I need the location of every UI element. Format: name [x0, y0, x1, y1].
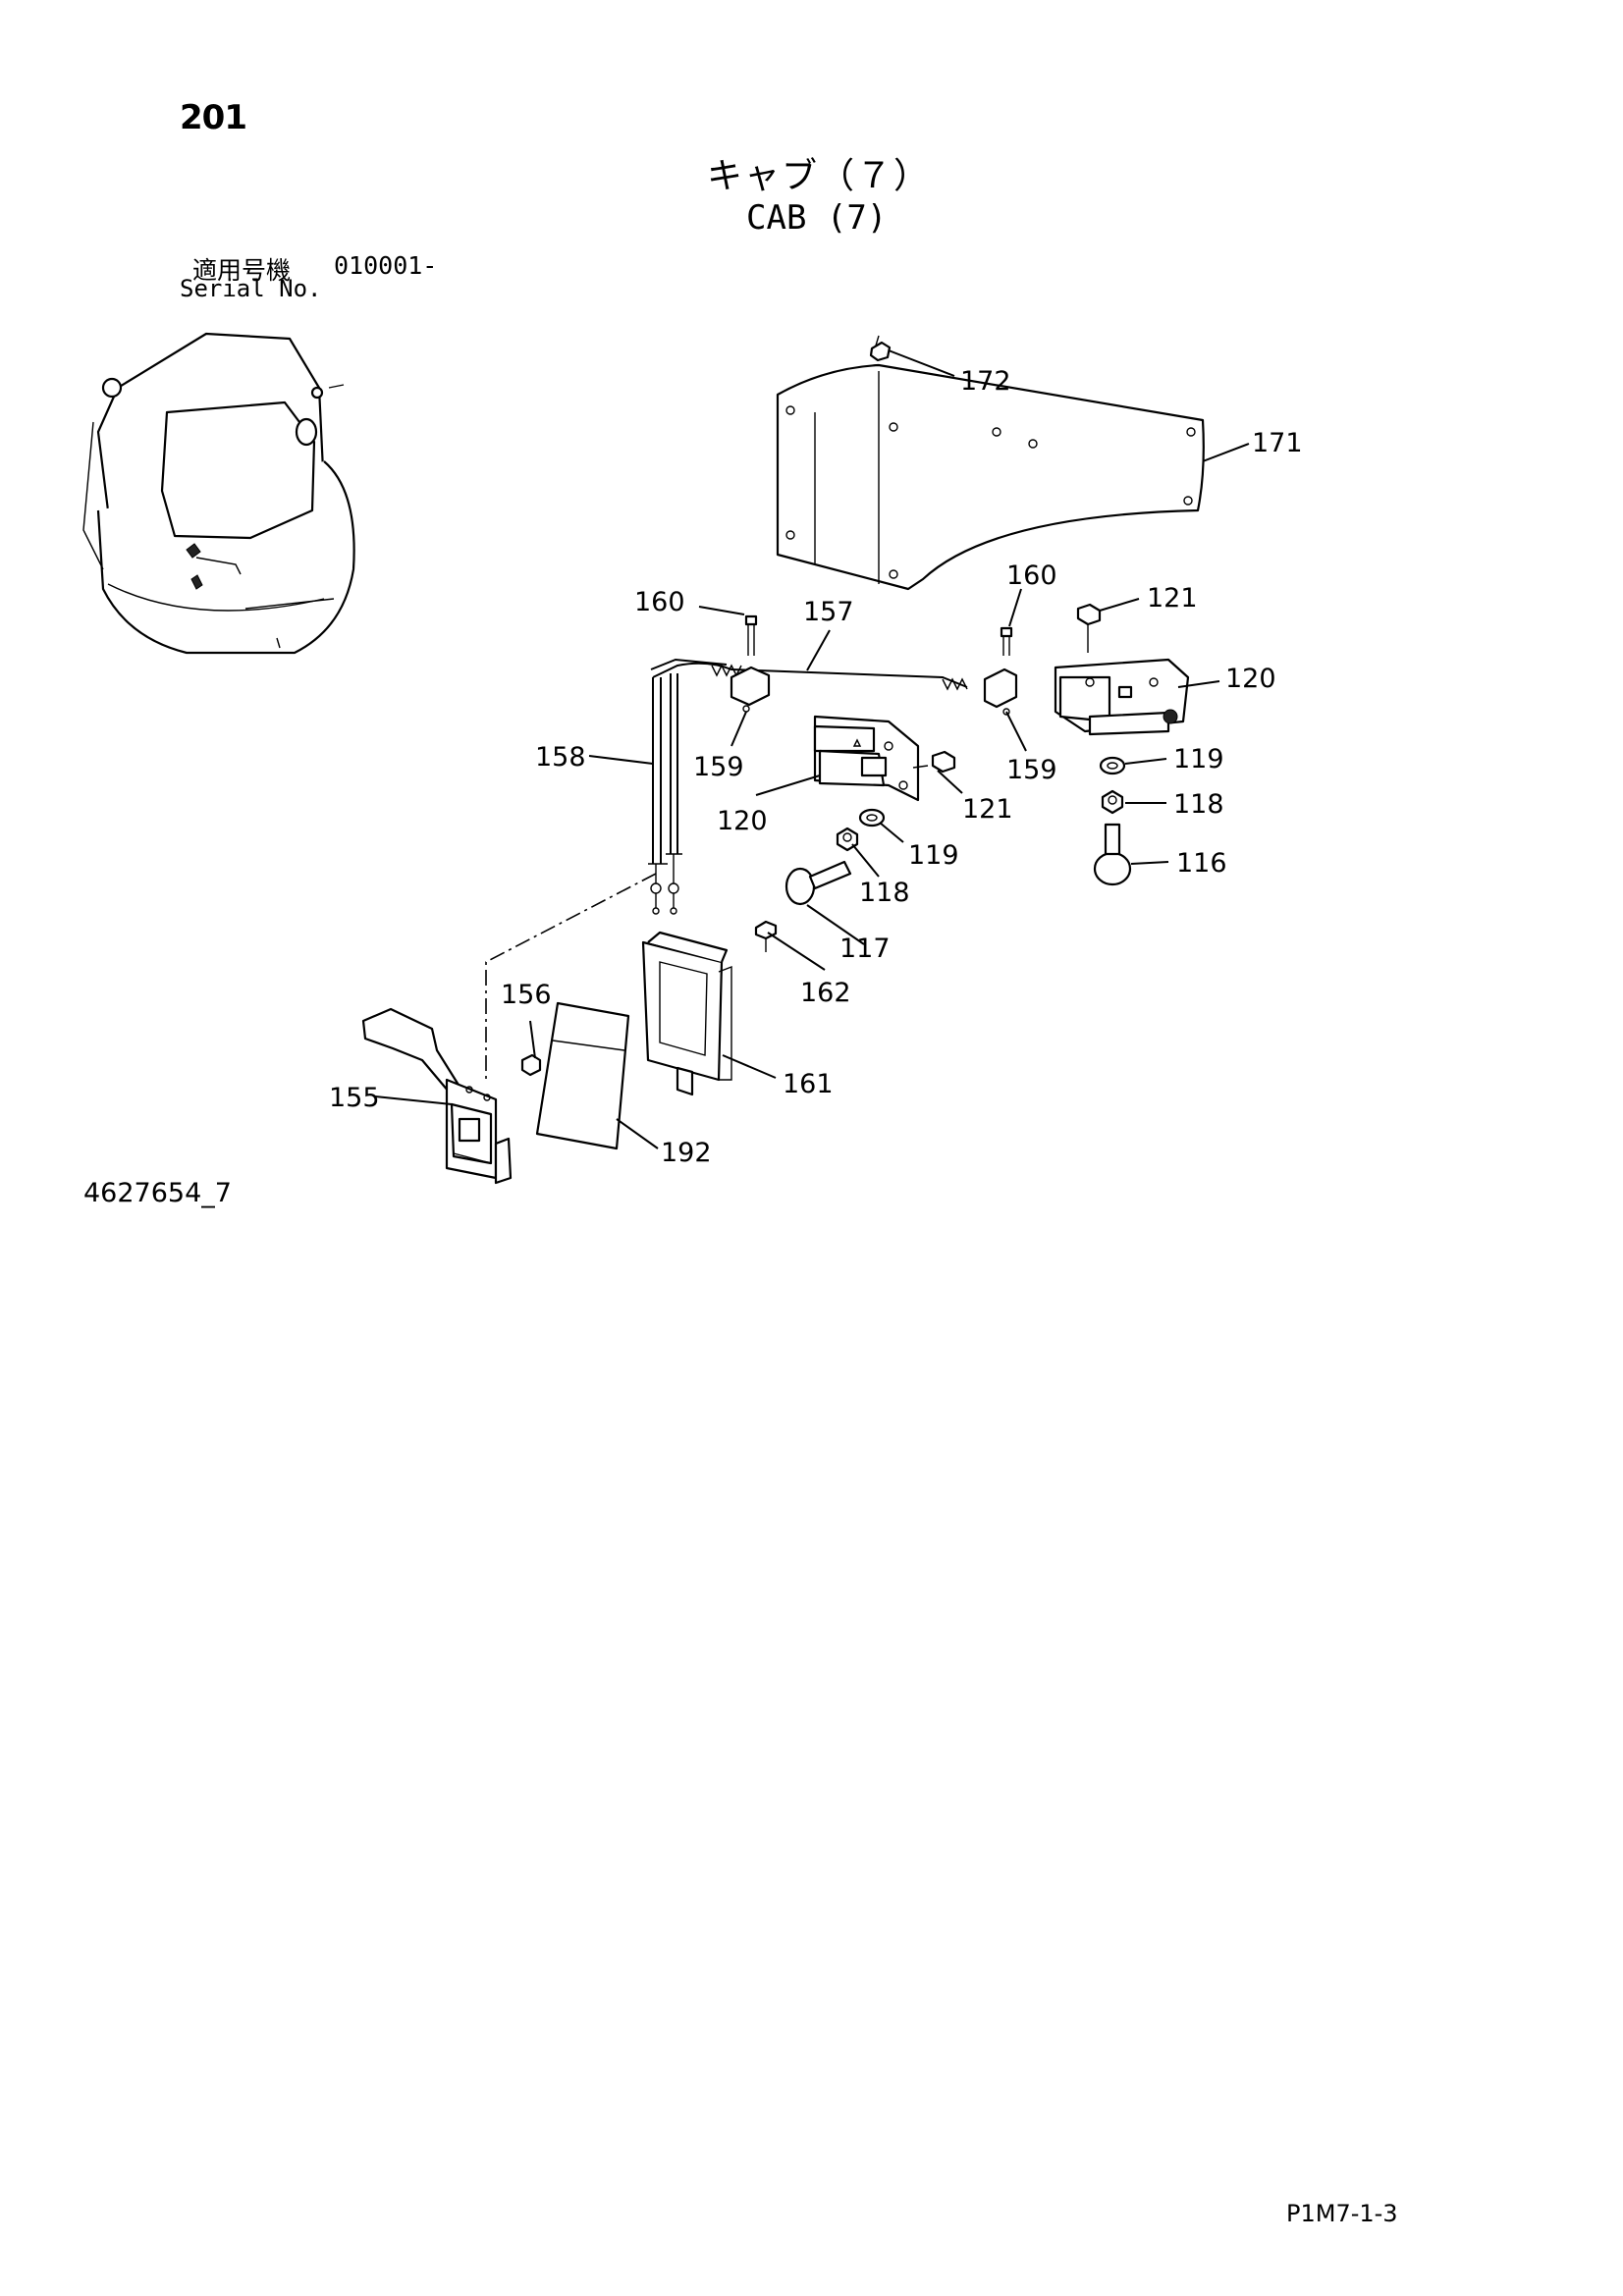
- callout-160-right: 160: [1006, 561, 1057, 591]
- part-161-bracket: [641, 931, 732, 1096]
- part-156-bolt: [520, 1053, 542, 1077]
- callout-119-right: 119: [1173, 744, 1224, 774]
- serial-label-english: Serial No.: [180, 275, 322, 302]
- callout-171: 171: [1252, 428, 1303, 458]
- callout-118-right: 118: [1173, 789, 1224, 820]
- callout-192: 192: [661, 1138, 712, 1168]
- title-english: CAB (7): [746, 198, 888, 238]
- serial-number-value: 010001-: [334, 251, 438, 280]
- connection-line: [485, 873, 657, 1080]
- part-116-knob: [1093, 823, 1132, 886]
- page-number: 201: [180, 98, 247, 137]
- callout-120-right: 120: [1225, 664, 1276, 694]
- callout-158: 158: [535, 742, 586, 773]
- part-162-screw: [754, 920, 778, 952]
- part-117-knob: [784, 860, 852, 906]
- callout-161: 161: [783, 1069, 834, 1099]
- part-120-latch-left: [813, 715, 920, 802]
- part-159-clamps: [730, 666, 1018, 716]
- callout-162: 162: [800, 978, 851, 1008]
- callout-156: 156: [501, 980, 552, 1010]
- callout-labels: 172 171 160 157 160 121 120 158 159 159 …: [329, 366, 1303, 1168]
- part-192-sheet: [535, 1001, 630, 1150]
- callout-120-left: 120: [717, 806, 768, 836]
- callout-121-top: 121: [1147, 583, 1198, 614]
- drawing-number: 4627654_7: [83, 1178, 232, 1208]
- leader-lines: [374, 349, 1250, 1149]
- part-171-cover-panel: [776, 363, 1205, 591]
- title-japanese: キャブ（７）: [707, 156, 932, 196]
- callout-117: 117: [839, 934, 891, 964]
- part-155-pedal: [361, 1007, 513, 1185]
- callout-159-left: 159: [693, 752, 744, 782]
- callout-159-right: 159: [1006, 755, 1057, 785]
- serial-label-japanese: 適用号機: [192, 256, 292, 285]
- callout-157: 157: [803, 597, 854, 627]
- part-119-washers: [858, 756, 1126, 828]
- part-120-latch-right: [1054, 658, 1190, 736]
- callout-116: 116: [1176, 848, 1227, 879]
- callout-118-left: 118: [859, 878, 910, 908]
- callout-155: 155: [329, 1083, 380, 1113]
- page-code: P1M7-1-3: [1286, 2200, 1398, 2227]
- part-172-screw: [869, 335, 892, 362]
- callout-121-bottom: 121: [962, 794, 1013, 825]
- callout-160-left: 160: [634, 587, 685, 617]
- part-160-bolts: [744, 614, 1013, 656]
- callout-119-left: 119: [908, 840, 959, 871]
- cab-overview-illustration: [82, 332, 355, 655]
- part-121-bolts: [912, 603, 1102, 774]
- callout-172: 172: [960, 366, 1011, 397]
